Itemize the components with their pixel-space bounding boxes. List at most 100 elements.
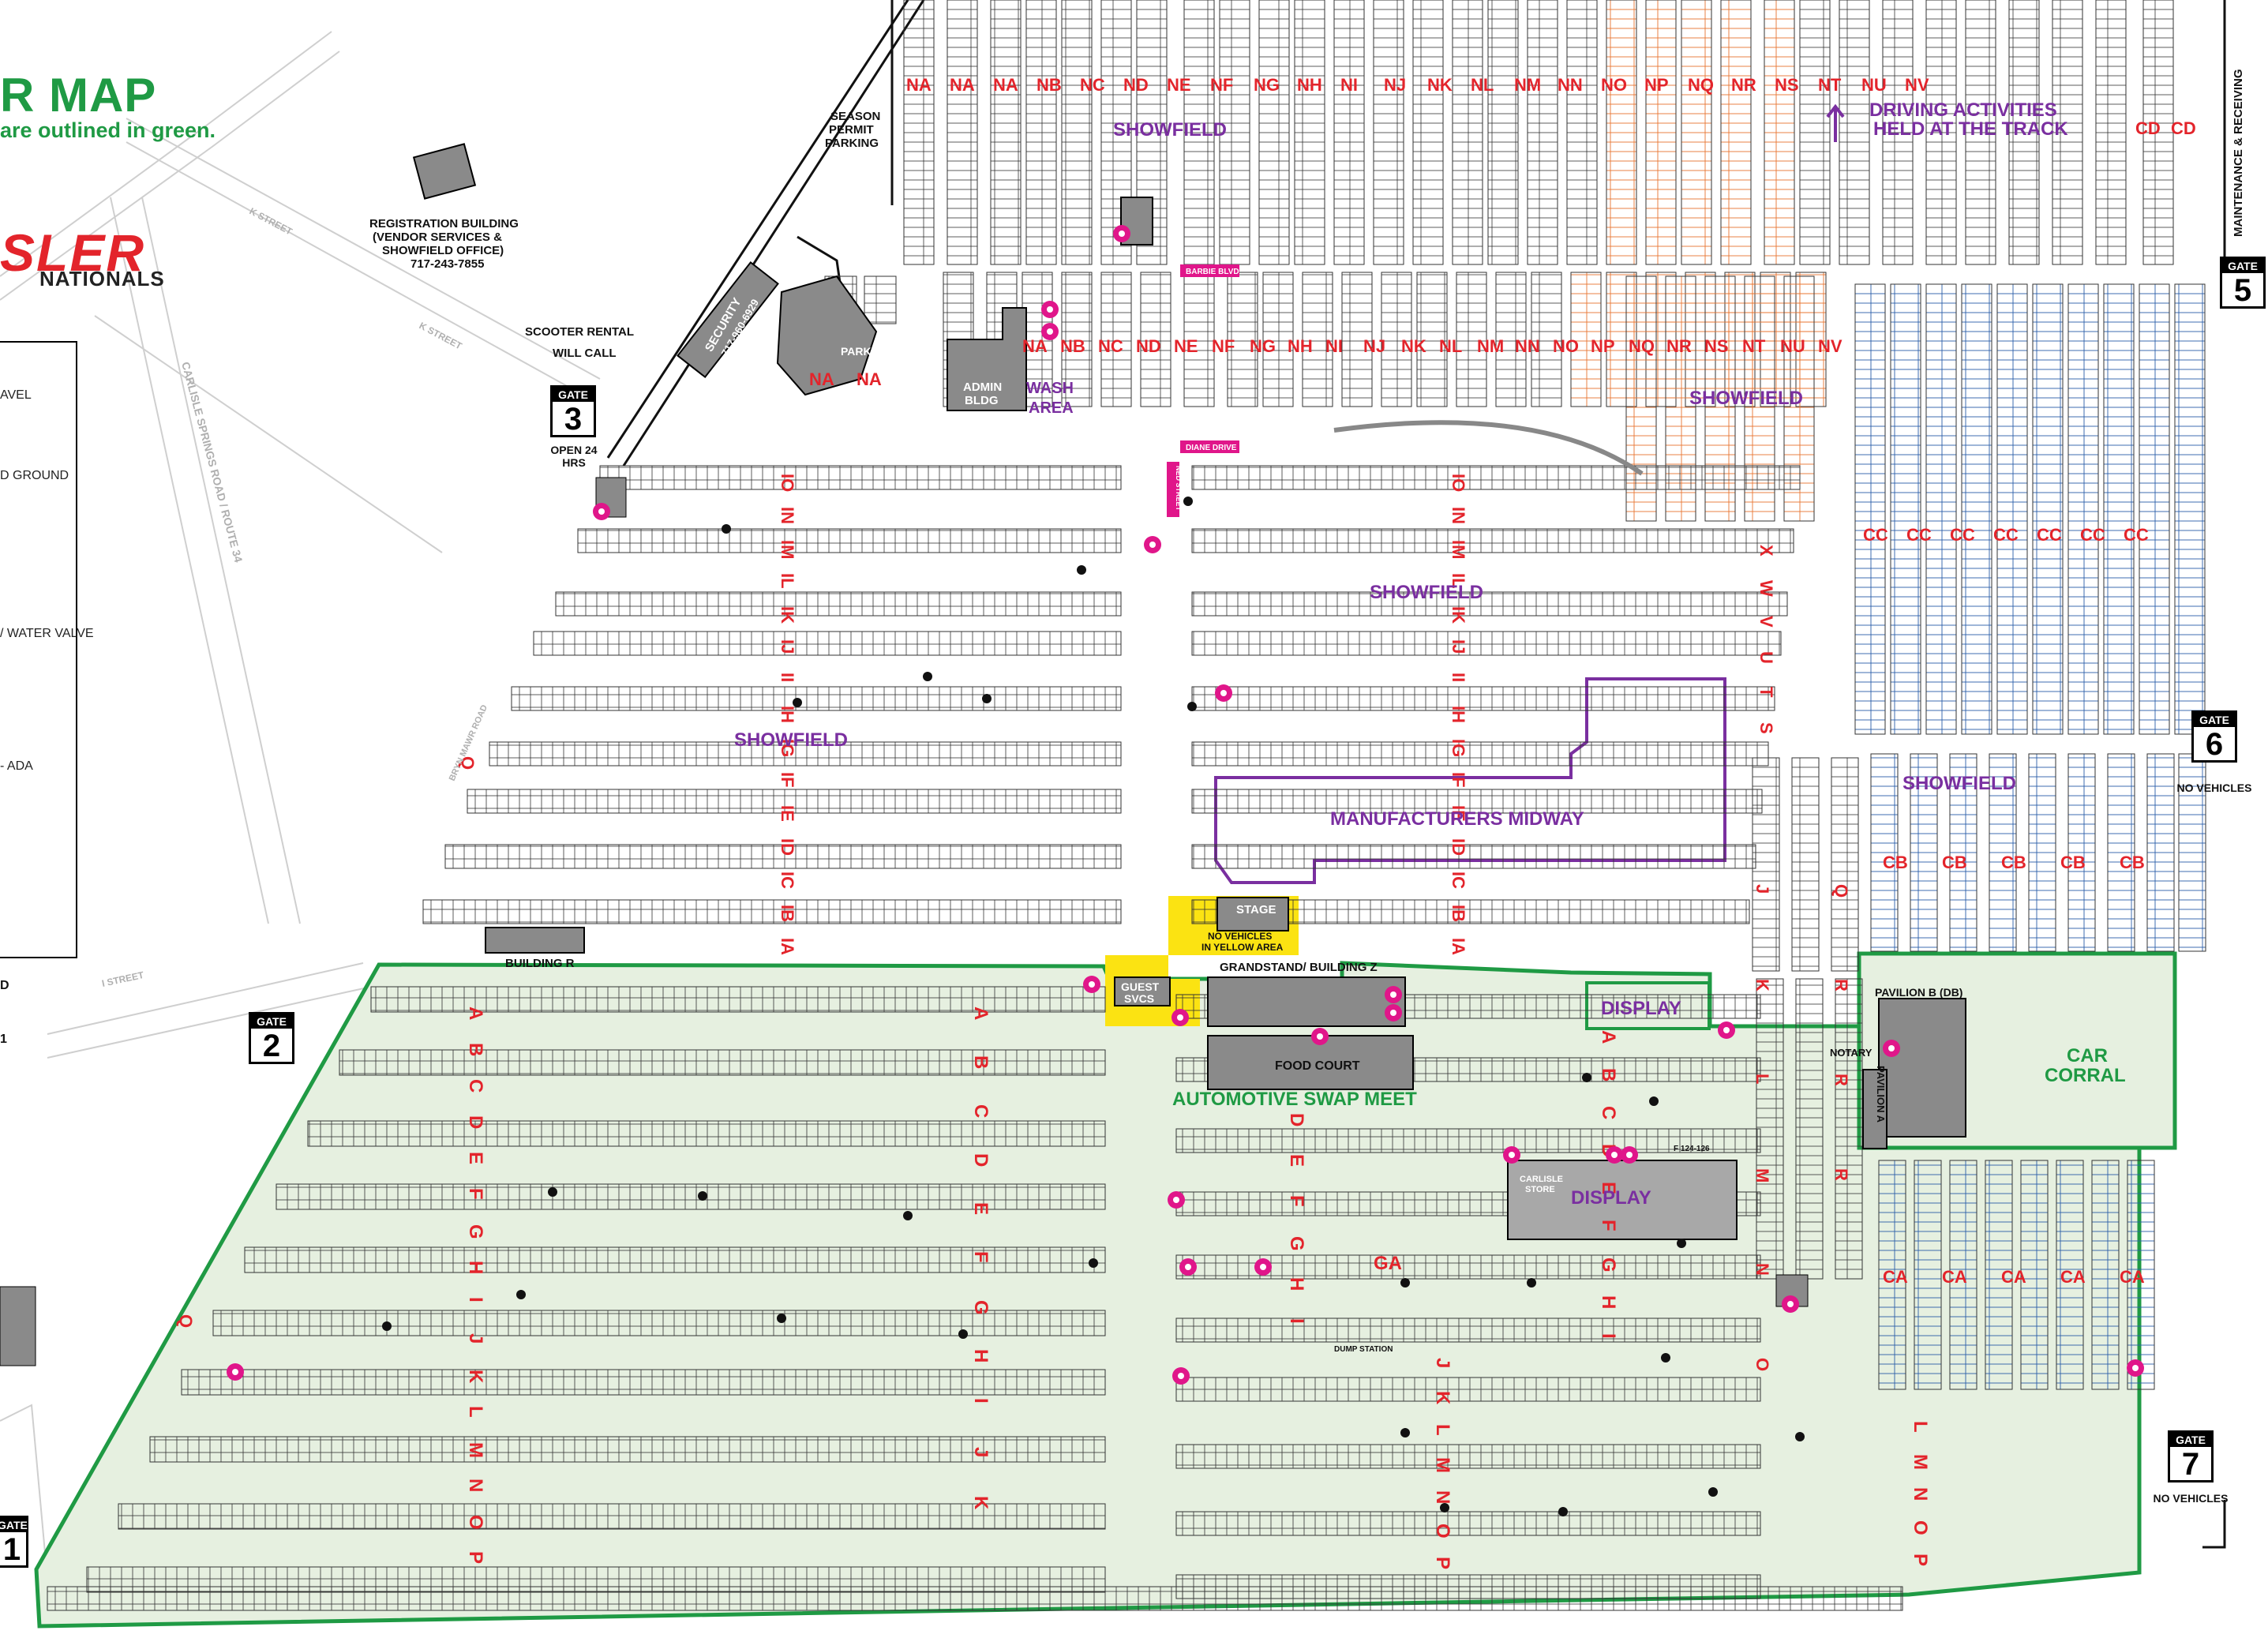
row-code-label: NO [1553,336,1579,356]
row-code-label: B [1598,1068,1619,1081]
row-code-label: E [1286,1154,1307,1167]
water-valve-icon [1527,1278,1536,1288]
stall-column-north-second [1456,272,1487,407]
gate-5[interactable]: GATE 5 [2220,257,2266,309]
stage-building[interactable] [1216,897,1289,931]
water-valve-icon [1187,702,1197,711]
row-code-label: CC [2080,525,2105,545]
stall-column-cb [1910,753,1938,952]
row-code-label: CC [1993,525,2019,545]
gate-7-number: 7 [2181,1447,2200,1482]
stall-column-north [1645,0,1677,265]
stall-row-showfield-east [1191,741,1769,767]
restroom-icon [1168,1191,1185,1209]
row-code-label: K [970,1496,992,1510]
gate-7-label: GATE [2170,1433,2211,1447]
guest-services-building[interactable] [1114,976,1171,1006]
wash-area-line2: AREA [1029,399,1074,417]
map-icons [227,225,2144,1516]
parking-building[interactable] [776,275,878,396]
row-code-label: J [1753,884,1772,894]
scooter-rental-label: SCOOTER RENTAL [525,325,634,339]
gate-6-label: GATE [2194,713,2235,727]
row-code-label: NI [1340,75,1358,95]
water-valve-icon [793,698,802,707]
stall-row-swap-east [1175,1511,1761,1536]
stall-column-jk [1795,978,1824,1280]
atm-icon [1503,1146,1520,1164]
row-code-label: NF [1210,75,1233,95]
building-r[interactable] [485,927,585,954]
brand-sub-text: NATIONALS [39,267,165,290]
stall-column-east-blue [1996,283,2028,735]
carlisle-springs-label: CARLISLE SPRINGS ROAD / ROUTE 34 [179,361,245,564]
row-code-label: P [465,1551,486,1564]
row-code-label: R [1831,1168,1851,1181]
security-building[interactable] [677,261,779,379]
stall-row-swap [181,1369,1106,1396]
row-code-label: IF [1449,772,1468,788]
row-code-label: O [465,1515,486,1530]
row-code-label: IN [1449,507,1468,524]
ned-street-sign [1167,462,1179,517]
row-code-label: NG [1250,336,1276,356]
water-valve-icon [548,1187,557,1197]
row-code-label: K [1432,1391,1453,1405]
pavilion-b-building[interactable] [1878,998,1966,1138]
stall-row-showfield [467,789,1122,814]
row-code-label: IB [778,905,797,922]
food-court-building[interactable] [1207,1035,1414,1090]
stall-column-north [1452,0,1483,265]
row-code-label: H [1598,1295,1619,1309]
f-range-label: F 124-126 [1674,1145,1710,1153]
first-aid-icon [1083,976,1100,993]
row-code-label: F [1598,1220,1619,1231]
row-code-label: NR [1666,336,1692,356]
row-code-label: ID [778,838,797,856]
gate-7[interactable]: GATE 7 [2168,1430,2214,1482]
stall-column-north [990,0,1022,265]
stall-column-north-second [1570,272,1602,407]
row-code-label: IN [778,507,797,524]
stall-column-north-second [1302,272,1333,407]
west-gray-building[interactable] [0,1286,36,1366]
gate-1[interactable]: GATE 1 [0,1516,28,1568]
showfield-label-west: SHOWFIELD [734,729,848,751]
grandstand-building[interactable] [1207,976,1406,1027]
map-title: R MAP [0,69,157,122]
gate-2[interactable]: GATE 2 [249,1012,294,1064]
will-call-label: WILL CALL [553,347,617,360]
season-permit-line3: PARKING [825,137,879,150]
pavilion-b-label: PAVILION B (DB) [1875,986,1962,999]
k-street-label-1: K STREET [248,205,295,238]
curved-drive [1333,420,1644,476]
gate-6-note: NO VEHICLES [2176,782,2252,794]
row-code-label: IC [1449,871,1468,889]
registration-building[interactable] [412,143,477,200]
water-valve-icon [1661,1353,1670,1363]
row-code-label: IJ [778,639,797,654]
water-valve-icon [1183,497,1193,506]
row-code-label: IG [778,739,797,757]
admin-building[interactable] [947,307,1027,411]
stall-row-showfield [555,591,1122,617]
registration-line2: (VENDOR SERVICES & [373,231,502,244]
row-code-label: CB [2060,853,2086,872]
stall-column-east-blue [2103,283,2135,735]
stall-column-north [1764,0,1795,265]
stall-column-east-blue [1854,283,1886,735]
row-code-label: NQ [1688,75,1714,95]
ada-icon [1621,1146,1638,1164]
row-code-label: H [970,1349,992,1363]
gate-6[interactable]: GATE 6 [2191,710,2237,763]
restroom-building-west[interactable] [595,477,627,518]
pavilion-a-building[interactable] [1862,1069,1888,1149]
display-building-lower[interactable] [1507,1160,1738,1240]
gate-6-number: 6 [2205,727,2224,762]
restroom-icon [1041,301,1059,318]
row-code-label: S [1756,722,1776,734]
gate-3[interactable]: GATE 3 [550,385,596,437]
carlisle-store-line1: CARLISLE [1520,1175,1563,1184]
row-code-label: F [1286,1195,1307,1207]
